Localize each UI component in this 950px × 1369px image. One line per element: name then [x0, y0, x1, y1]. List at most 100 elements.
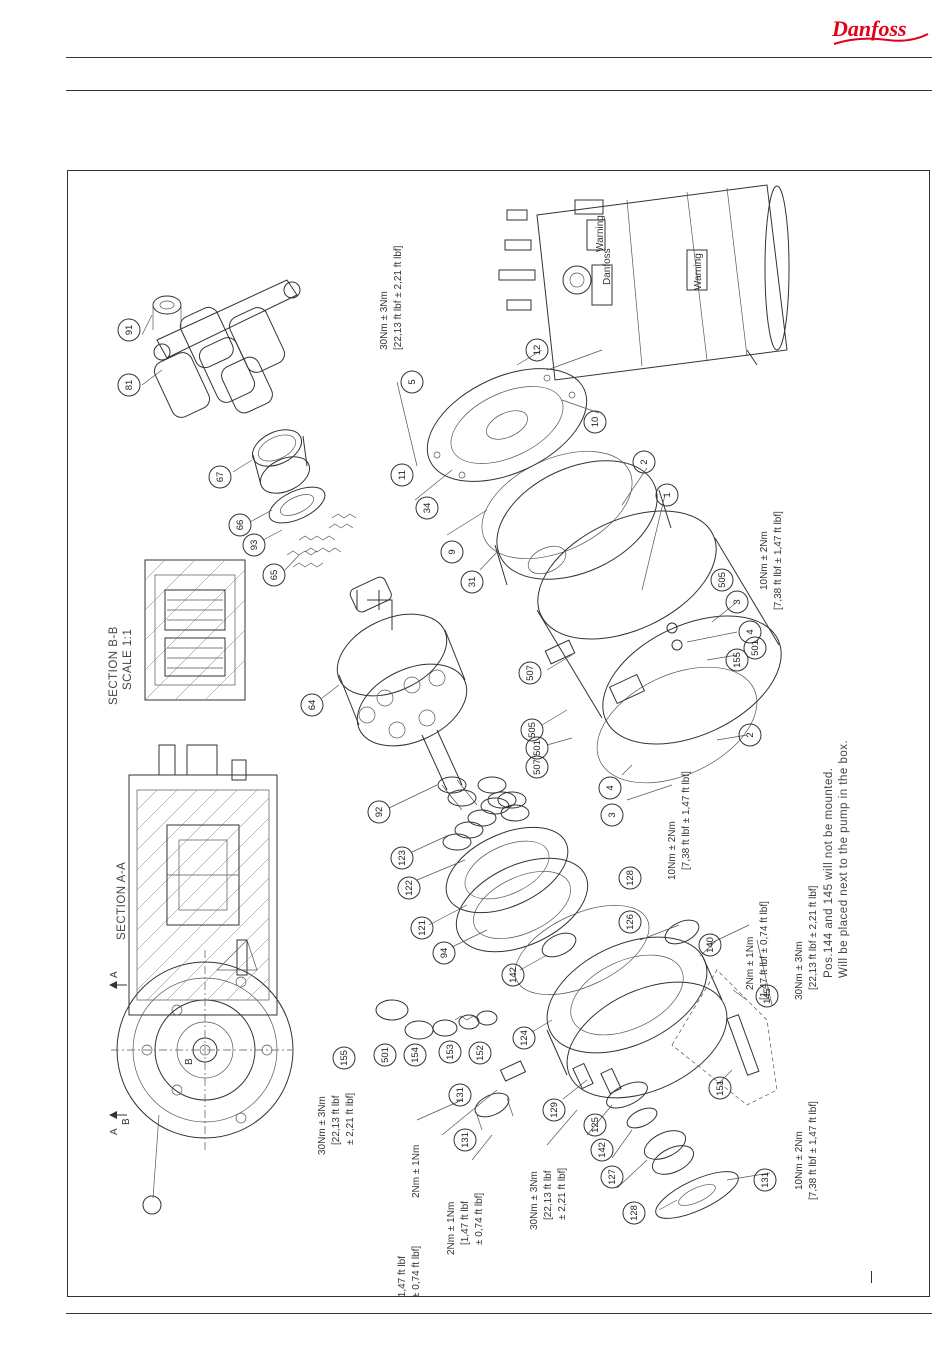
svg-text:4: 4	[605, 785, 616, 790]
svg-text:128: 128	[625, 870, 636, 886]
section-b-b-view: SECTION B-B SCALE 1:1	[108, 559, 246, 705]
svg-text:507: 507	[532, 759, 543, 775]
part-93-seal-rings	[442, 791, 527, 851]
svg-text:152: 152	[475, 1045, 486, 1061]
svg-text:10: 10	[590, 417, 601, 428]
bubble-67: 92	[367, 800, 391, 824]
bubble-142-right: 145	[755, 984, 779, 1008]
svg-text:121: 121	[417, 920, 428, 936]
assembled-pump: Warning Warning Danfoss	[498, 184, 790, 381]
bubble-10: 10	[583, 410, 607, 434]
torque-screws-128-nm: 30Nm ± 3Nm	[529, 1171, 540, 1230]
svg-text:142: 142	[597, 1142, 608, 1158]
torque-flange-nm: 10Nm ± 2Nm	[794, 1131, 805, 1190]
torque-screws-right-ftlbf: [22,13 ft lbf ± 2,21 ft lbf]	[808, 885, 819, 990]
bubble-5: 5	[400, 370, 424, 394]
svg-text:66: 66	[235, 520, 246, 531]
torque-cover-nm: 30Nm ± 3Nm	[379, 291, 390, 350]
torque-plug-top-ftlbf: [7,38 ft lbf ± 1,47 ft lbf]	[773, 511, 784, 610]
svg-text:34: 34	[422, 503, 433, 514]
svg-text:507: 507	[525, 665, 536, 681]
part-62-springs	[286, 513, 357, 568]
part-94-seal-rings	[437, 776, 530, 822]
svg-text:12: 12	[532, 345, 543, 356]
svg-text:3: 3	[732, 599, 743, 604]
svg-text:5: 5	[407, 379, 418, 384]
bubble-507-left: 507	[518, 661, 542, 685]
bubble-4-top: 4	[738, 620, 762, 644]
torque-valve-nm: 30Nm ± 3Nm	[317, 1096, 328, 1155]
svg-text:154: 154	[410, 1047, 421, 1063]
part-66-sleeve	[152, 295, 182, 330]
torque-plug-129-ftlbf-1: [1,47 ft lbf	[397, 1256, 408, 1297]
part-61-rotor	[336, 576, 478, 811]
section-a-title: SECTION A-A	[116, 862, 128, 940]
bubble-31: 31	[460, 570, 484, 594]
brand-logo-text: Danfoss	[831, 16, 907, 41]
svg-text:122: 122	[404, 880, 415, 896]
bubble-505-left: 505	[520, 718, 544, 742]
torque-cap-right-nm: 2Nm ± 1Nm	[745, 937, 756, 990]
bubble-34: 34	[415, 496, 439, 520]
pump-brand-sticker: Danfoss	[602, 248, 613, 285]
part-129-plug	[499, 1060, 527, 1082]
leader-lines	[141, 314, 773, 1211]
bubble-123: 126	[618, 910, 642, 934]
svg-text:131: 131	[460, 1132, 471, 1148]
torque-screws-128-ftlbf-1: [22,13 ft lbf	[543, 1170, 554, 1220]
torque-plug-bottom-ftlbf: [7,38 ft lbf ± 1,47 ft lbf]	[681, 771, 692, 870]
svg-text:501: 501	[380, 1047, 391, 1063]
bubble-507-top: 505	[710, 568, 734, 592]
bubble-61: 64	[300, 693, 324, 717]
part-91-port-plate	[455, 857, 589, 953]
svg-text:9: 9	[447, 549, 458, 554]
bubble-1: 1	[655, 483, 679, 507]
bubble-127: 131	[753, 1168, 777, 1192]
bubble-125: 128	[622, 1201, 646, 1225]
header-rule-bottom	[66, 90, 932, 91]
svg-text:31: 31	[467, 577, 478, 588]
svg-text:67: 67	[215, 472, 226, 483]
bubble-62: 65	[262, 563, 286, 587]
svg-text:155: 155	[732, 652, 743, 668]
svg-text:501: 501	[750, 640, 761, 656]
bubble-505-right: 501	[743, 636, 767, 660]
torque-annotations: 30Nm ± 3Nm [22,13 ft lbf ± 2,21 ft lbf] …	[317, 245, 819, 1297]
exploded-view-drawing: A A B B SECTION A-A	[108, 184, 850, 1297]
bubble-121: 124	[512, 1026, 536, 1050]
bubble-145: 151	[708, 1076, 732, 1100]
torque-cap-131-ftlbf-1: [1,47 ft lbf	[460, 1201, 471, 1245]
svg-text:155: 155	[339, 1050, 350, 1066]
drawing-frame	[67, 170, 930, 1297]
bubble-66: 91	[117, 318, 141, 342]
section-mark-a-bottom: A	[109, 1128, 120, 1135]
bubble-153: 154	[403, 1043, 427, 1067]
svg-text:123: 123	[397, 850, 408, 866]
part-1-main-housing	[536, 510, 782, 784]
svg-text:2: 2	[639, 459, 650, 464]
part-131-cap-right	[664, 919, 700, 945]
bubble-608: 507	[525, 755, 549, 779]
section-mark-a-top: A	[109, 971, 120, 978]
torque-plug-129-nm: 2Nm ± 1Nm	[411, 1145, 422, 1198]
svg-text:11: 11	[397, 470, 408, 480]
part-bubbles: 91 81 67 66 93 65 64 92 123 122 121 94 1…	[117, 318, 779, 1225]
bubble-501-right: 155	[725, 648, 749, 672]
bubble-155: 501	[373, 1043, 397, 1067]
svg-text:145: 145	[762, 988, 773, 1004]
bubble-122: 125	[583, 1113, 607, 1137]
part-142-ring	[626, 1107, 658, 1129]
bubble-3-top: 3	[725, 590, 749, 614]
svg-text:128: 128	[629, 1205, 640, 1221]
bubble-154: 155	[332, 1046, 356, 1070]
svg-text:124: 124	[519, 1030, 530, 1046]
svg-text:505: 505	[527, 722, 538, 738]
part-65-cylinder-block	[153, 279, 301, 418]
torque-screws-128-ftlbf-2: ± 2,21 ft lbf]	[557, 1168, 568, 1220]
bubble-152: 153	[438, 1040, 462, 1064]
bubble-94: 123	[390, 846, 414, 870]
torque-cap-131-nm: 2Nm ± 1Nm	[446, 1202, 457, 1255]
part-122-o-ring	[606, 1081, 648, 1109]
end-view: A A B B	[109, 950, 294, 1215]
brand-logo: Danfoss	[831, 16, 929, 45]
